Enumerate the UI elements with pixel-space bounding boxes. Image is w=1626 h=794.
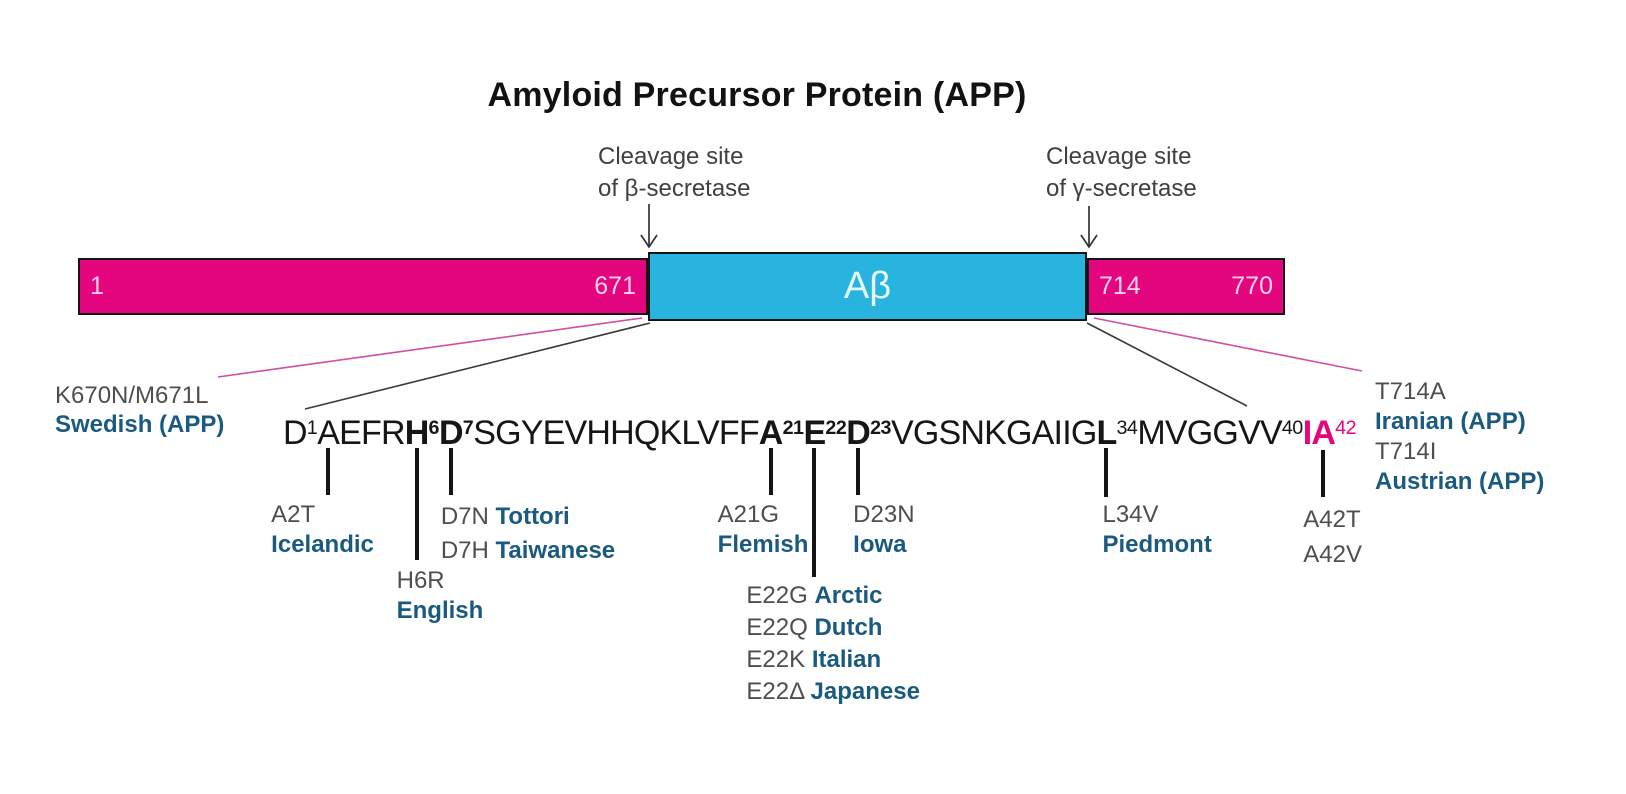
beta-cleavage-line1: Cleavage site: [598, 143, 744, 170]
beta-cleavage-label: Cleavage site of β-secretase: [598, 141, 751, 205]
gamma-cleavage-label: Cleavage site of γ-secretase: [1046, 141, 1197, 205]
mutation-a21g-flemish: A21G Flemish: [718, 500, 809, 560]
sequence-left-connector-line: [304, 322, 651, 410]
seq-seg-D7: D7: [438, 414, 474, 452]
residue-number-770: 770: [1231, 272, 1273, 300]
mutation-name: Dutch: [814, 614, 883, 641]
mutation-code: T714I: [1375, 438, 1437, 465]
sequence-right-connector-line: [1086, 322, 1248, 407]
tick-d23: [856, 448, 861, 495]
abeta-sequence: D1AEFRH6D7SGYEVHHQKLVFFA21E22D23VGSNKGAI…: [283, 414, 1357, 453]
tick-d7: [448, 448, 453, 495]
mutation-code: K670N/M671L: [55, 382, 209, 409]
mutation-name: English: [396, 597, 484, 624]
mutation-a42-group: A42T A42V: [1303, 502, 1362, 572]
residue-number-671: 671: [594, 272, 636, 300]
mutation-row: D7H Taiwanese: [441, 534, 615, 568]
seq-seg-A42: A42: [1311, 414, 1357, 452]
mutation-row: E22K Italian: [746, 644, 920, 676]
beta-cleavage-arrowhead-icon: [640, 234, 658, 249]
seq-seg-A2: A: [317, 414, 340, 452]
mutation-code: T714A: [1375, 378, 1446, 405]
mutation-code: D23N: [853, 501, 915, 528]
mutation-code: D7N: [440, 503, 489, 530]
mutation-row: E22Q Dutch: [746, 612, 920, 644]
mutation-l34v-piedmont: L34V Piedmont: [1102, 500, 1211, 560]
mutation-code: E22G: [746, 582, 808, 609]
mutation-name: Iranian (APP): [1375, 408, 1526, 435]
gamma-cleavage-line2: of γ-secretase: [1046, 175, 1197, 202]
beta-cleavage-line2: of β-secretase: [598, 175, 751, 202]
mutation-swedish-app: K670N/M671L Swedish (APP): [55, 381, 224, 439]
gamma-cleavage-arrowhead-icon: [1080, 234, 1098, 249]
mutation-code: A2T: [271, 501, 316, 528]
page-title: Amyloid Precursor Protein (APP): [487, 76, 1027, 114]
seq-seg-VGSNKGAIIG: VGSNKGAIIG: [890, 414, 1097, 452]
seq-seg-SGYEVHHQKLVFF: SGYEVHHQKLVFF: [473, 414, 759, 452]
mutation-code: A42V: [1303, 541, 1362, 568]
residue-number-1: 1: [90, 272, 104, 300]
seq-seg-D: D1: [283, 414, 318, 452]
app-nterm-bar: 1 671: [78, 258, 648, 315]
mutation-name: Tottori: [495, 503, 570, 530]
mutation-name: Flemish: [717, 531, 809, 558]
seq-seg-MVGGVV: MVGGVV40: [1137, 414, 1303, 452]
mutation-h6r-english: H6R English: [397, 566, 484, 626]
seq-seg-E22: E22: [803, 414, 847, 452]
mutation-code: E22Q: [746, 614, 808, 641]
gamma-cleavage-line1: Cleavage site: [1046, 143, 1192, 170]
seq-seg-I: I: [1302, 414, 1312, 452]
seq-seg-A21: A21: [758, 414, 804, 452]
mutation-code: D7H: [440, 537, 489, 564]
mutation-code: A42T: [1303, 506, 1361, 533]
mutation-name: Taiwanese: [495, 537, 616, 564]
mutation-d7-group: D7N Tottori D7H Taiwanese: [441, 500, 615, 568]
mutation-name: Austrian (APP): [1375, 468, 1545, 495]
mutation-row: E22Δ Japanese: [746, 676, 920, 708]
mutation-a2t-icelandic: A2T Icelandic: [271, 500, 374, 560]
mutation-code: A21G: [717, 501, 780, 528]
mutation-name: Italian: [811, 646, 882, 673]
mutation-name: Piedmont: [1102, 531, 1212, 558]
seq-seg-L34: L34: [1096, 414, 1138, 452]
mutation-name: Iowa: [853, 531, 907, 558]
tick-a2: [326, 448, 331, 495]
t714-connector-line: [1093, 317, 1363, 372]
mutation-t714-group: T714A Iranian (APP) T714I Austrian (APP): [1375, 377, 1544, 497]
seq-seg-EFR: EFR: [339, 414, 405, 452]
seq-seg-H6: H6: [404, 414, 440, 452]
mutation-name: Icelandic: [271, 531, 374, 558]
mutation-name: Arctic: [814, 582, 883, 609]
tick-l34: [1104, 448, 1109, 497]
tick-h6: [414, 448, 419, 560]
tick-e22: [812, 448, 817, 577]
abeta-region-bar: Aβ: [648, 252, 1087, 321]
mutation-code: E22K: [746, 646, 806, 673]
residue-number-714: 714: [1099, 272, 1141, 300]
mutation-row: E22G Arctic: [746, 580, 920, 612]
mutation-row: D7N Tottori: [441, 500, 615, 534]
abeta-region-label: Aβ: [843, 265, 892, 307]
mutation-name: Swedish (APP): [55, 411, 225, 438]
seq-seg-D23: D23: [846, 414, 891, 452]
swedish-connector-line: [217, 317, 643, 378]
mutation-code: E22Δ: [746, 678, 804, 705]
tick-a21: [768, 448, 773, 495]
tick-a42: [1321, 450, 1326, 497]
mutation-e22-group: E22G Arctic E22Q Dutch E22K Italian E22Δ…: [746, 580, 920, 708]
app-cterm-bar: 714 770: [1087, 258, 1285, 315]
mutation-d23n-iowa: D23N Iowa: [853, 500, 914, 560]
mutation-code: L34V: [1102, 501, 1159, 528]
mutation-code: H6R: [396, 567, 445, 594]
mutation-name: Japanese: [810, 678, 920, 705]
